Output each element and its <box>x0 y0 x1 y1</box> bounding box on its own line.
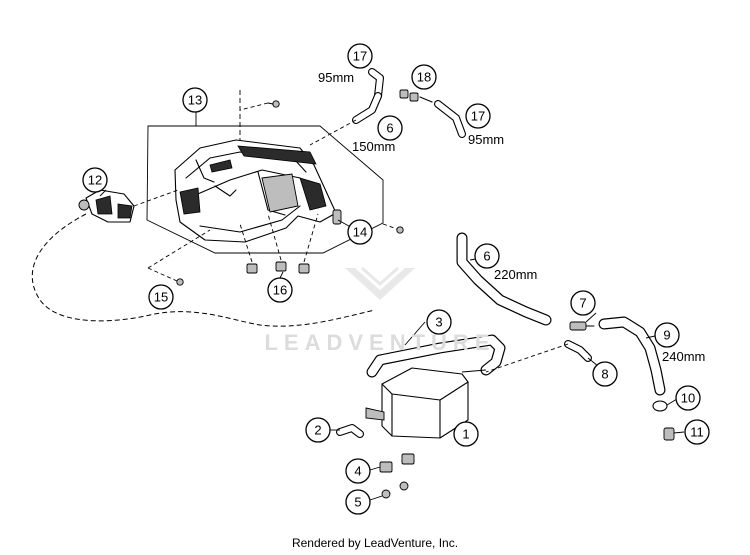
svg-text:2: 2 <box>314 423 321 438</box>
dim-hose6-upper: 150mm <box>352 139 395 154</box>
nuts-16 <box>239 213 319 274</box>
svg-text:7: 7 <box>579 296 586 311</box>
svg-text:13: 13 <box>188 93 202 108</box>
callout-6-upper: 6 <box>377 115 403 141</box>
callout-8: 8 <box>592 361 618 387</box>
watermark-logo <box>345 266 415 300</box>
svg-text:17: 17 <box>471 109 485 124</box>
callout-18: 18 <box>411 64 437 90</box>
purge-valve <box>78 189 179 223</box>
svg-text:17: 17 <box>353 49 367 64</box>
svg-text:3: 3 <box>435 315 442 330</box>
svg-text:18: 18 <box>417 70 431 85</box>
hose-6-upper <box>309 92 382 146</box>
screw-15 <box>147 229 211 286</box>
watermark-text: LEADVENTURE <box>264 330 496 355</box>
svg-text:12: 12 <box>88 173 102 188</box>
callout-2: 2 <box>305 417 331 443</box>
callout-15: 15 <box>148 284 174 310</box>
hose-17-right <box>434 100 466 138</box>
svg-text:4: 4 <box>354 464 361 479</box>
callout-16: 16 <box>267 277 293 303</box>
dim-hose17-upper: 95mm <box>318 70 354 85</box>
callout-17-right: 17 <box>465 103 491 129</box>
svg-text:8: 8 <box>601 367 608 382</box>
routing-line <box>31 213 376 327</box>
svg-text:6: 6 <box>483 249 490 264</box>
charcoal-canister <box>365 367 487 439</box>
callout-3: 3 <box>426 309 452 335</box>
svg-text:6: 6 <box>386 121 393 136</box>
svg-text:1: 1 <box>462 427 469 442</box>
callout-12: 12 <box>82 167 108 193</box>
dim-hose6-lower: 220mm <box>494 267 537 282</box>
dim-hose17-right: 95mm <box>468 132 504 147</box>
callout-11: 11 <box>684 419 710 445</box>
footer-credit: Rendered by LeadVenture, Inc. <box>291 536 459 550</box>
svg-text:5: 5 <box>354 495 361 510</box>
callout-1: 1 <box>453 421 479 447</box>
canister-bracket <box>174 139 342 243</box>
dim-hose9: 240mm <box>662 349 705 364</box>
callout-7: 7 <box>570 290 596 316</box>
clamp-10 <box>652 400 668 412</box>
hose-8 <box>485 340 592 373</box>
svg-text:14: 14 <box>353 225 367 240</box>
callout-10: 10 <box>675 385 701 411</box>
svg-text:16: 16 <box>273 283 287 298</box>
clips-4 <box>379 453 415 473</box>
svg-text:11: 11 <box>690 425 704 440</box>
callout-4: 4 <box>345 458 371 484</box>
hose-3 <box>366 334 506 378</box>
callout-9: 9 <box>654 322 680 348</box>
cap-11 <box>663 427 675 441</box>
callout-13: 13 <box>182 87 208 113</box>
svg-text:9: 9 <box>663 328 670 343</box>
hose-17-upper <box>368 68 384 100</box>
fitting-18 <box>399 89 433 103</box>
screws-5 <box>381 481 409 499</box>
callout-14: 14 <box>347 219 373 245</box>
fitting-7 <box>569 321 595 331</box>
svg-text:15: 15 <box>154 290 168 305</box>
screw-top <box>267 100 280 108</box>
hose-6-lower <box>456 232 552 326</box>
hose-2 <box>336 424 364 438</box>
screw-right <box>382 223 404 234</box>
callout-5: 5 <box>345 489 371 515</box>
callout-17-upper: 17 <box>347 43 373 69</box>
svg-text:10: 10 <box>681 391 695 406</box>
hose-9 <box>598 316 666 396</box>
callout-6-lower: 6 <box>474 243 500 269</box>
